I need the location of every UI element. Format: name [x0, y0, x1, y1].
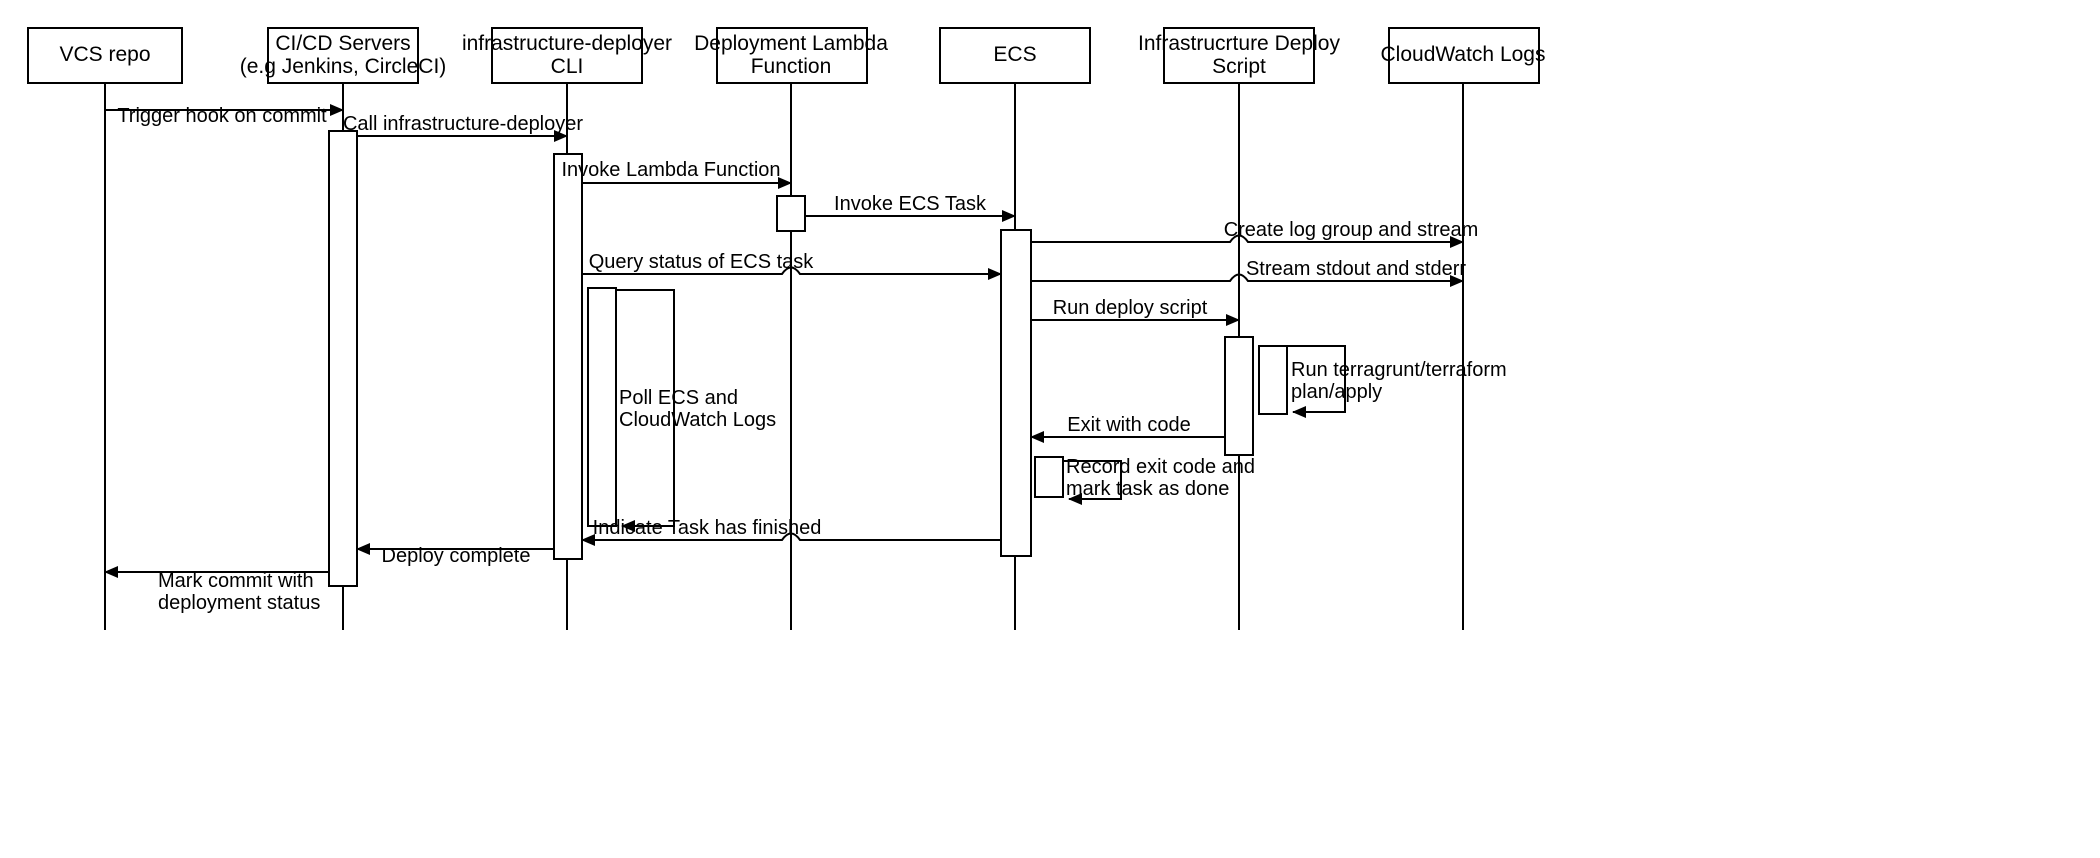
message-label-m11: Exit with code — [1067, 414, 1190, 436]
message-label-m2: Call infrastructure-deployer — [343, 113, 583, 135]
message-m5 — [1031, 234, 1464, 248]
message-m13 — [581, 532, 1001, 546]
self-message-m12 — [1063, 460, 1122, 505]
message-label-m6: Query status of ECS task — [589, 251, 815, 273]
message-label-m3: Invoke Lambda Function — [561, 159, 780, 181]
message-label-m4: Invoke ECS Task — [834, 193, 987, 215]
lifelines-group: VCS repo CI/CD Servers(e.g Jenkins, Circl… — [27, 27, 1546, 630]
activation-bar-cicd — [328, 130, 358, 587]
activation-bar-lambda — [776, 195, 806, 232]
participant-box-cwlogs — [1388, 27, 1540, 84]
participant-label-cli: infrastructure-deployer — [462, 32, 672, 55]
self-message-m9 — [1287, 345, 1346, 418]
participant-box-cli — [491, 27, 643, 84]
participant-label-lambda: Deployment Lambda — [694, 32, 888, 55]
message-label-m15: Mark commit with — [158, 570, 314, 592]
participant-label-cicd: (e.g Jenkins, CircleCI) — [240, 55, 447, 78]
message-label-m12: mark task as done — [1066, 478, 1229, 500]
messages-group — [104, 104, 1464, 578]
activation-bar-deploy — [1224, 336, 1254, 456]
participant-label-cicd: CI/CD Servers — [275, 32, 410, 55]
activation-bar-deploy — [1258, 345, 1288, 415]
participant-label-cli: CLI — [551, 55, 584, 78]
message-label-m13: Indicate Task has finished — [593, 517, 822, 539]
participant-box-deploy — [1163, 27, 1315, 84]
activation-bar-ecs — [1000, 229, 1032, 557]
message-label-m8: Run deploy script — [1053, 297, 1208, 319]
message-m6 — [582, 266, 1002, 280]
message-label-m1: Trigger hook on commit — [117, 105, 327, 127]
participant-label-ecs: ECS — [993, 43, 1036, 66]
message-label-m5: Create log group and stream — [1224, 219, 1479, 241]
activations-group — [328, 130, 1288, 587]
participant-label-deploy: Script — [1212, 55, 1266, 78]
self-message-m10 — [616, 289, 675, 532]
participant-box-vcs — [27, 27, 183, 84]
participant-label-cwlogs: CloudWatch Logs — [1381, 43, 1546, 66]
participant-box-ecs — [939, 27, 1091, 84]
message-label-m10: Poll ECS and — [619, 387, 738, 409]
activation-bar-cli — [553, 153, 583, 560]
activation-bar-cli — [587, 287, 617, 527]
message-label-m15: deployment status — [158, 592, 320, 614]
message-m7 — [1031, 273, 1464, 287]
participant-label-vcs: VCS repo — [59, 43, 150, 66]
participant-label-lambda: Function — [751, 55, 832, 78]
participant-box-lambda — [716, 27, 868, 84]
message-label-m9: plan/apply — [1291, 381, 1382, 403]
message-label-m12: Record exit code and — [1066, 456, 1255, 478]
message-labels-group: Trigger hook on commit Call infrastructur… — [117, 105, 1506, 614]
message-label-m10: CloudWatch Logs — [619, 409, 776, 431]
message-label-m7: Stream stdout and stderr — [1246, 258, 1466, 280]
message-label-m14: Deploy complete — [382, 545, 531, 567]
activation-bar-ecs — [1034, 456, 1064, 498]
participant-label-deploy: Infrastrucrture Deploy — [1138, 32, 1340, 55]
message-label-m9: Run terragrunt/terraform — [1291, 359, 1507, 381]
